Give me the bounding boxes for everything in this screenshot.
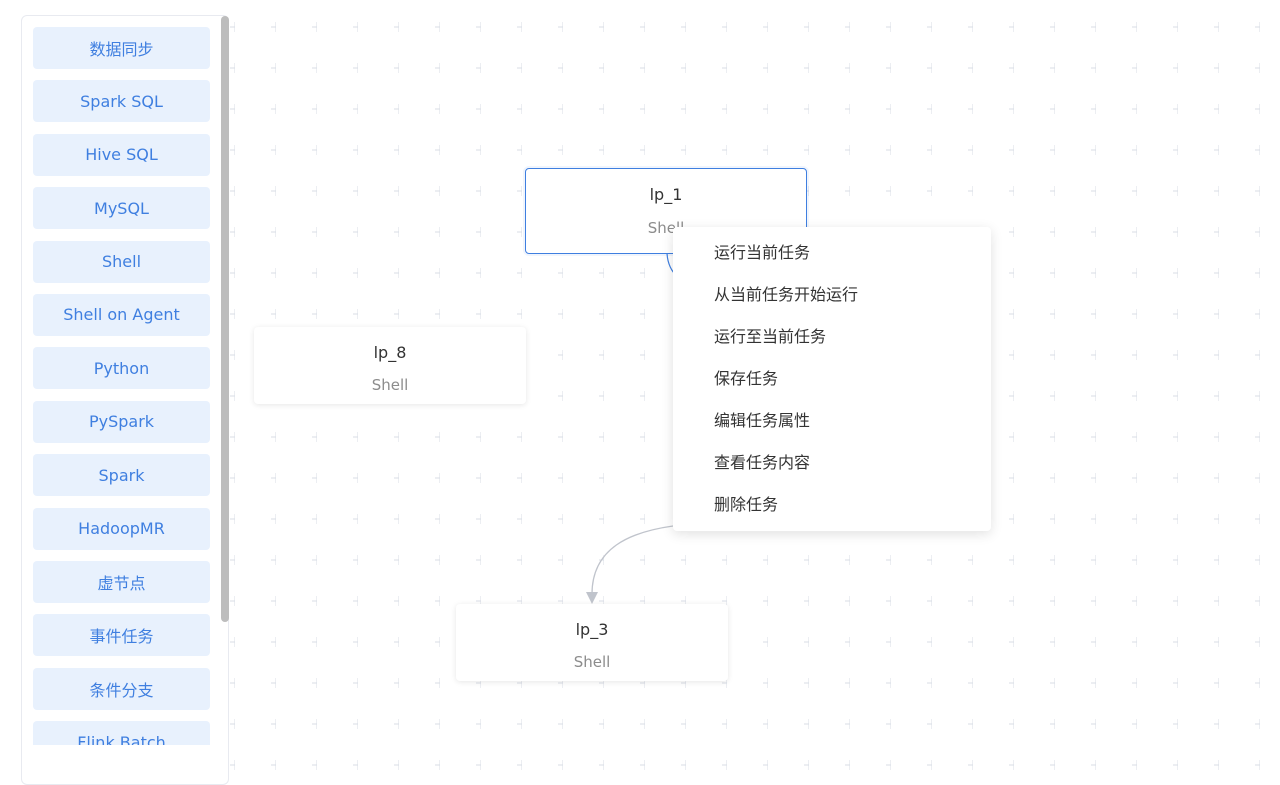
palette-item-hive-sql[interactable]: Hive SQL bbox=[33, 133, 210, 176]
palette-item-virtual-node[interactable]: 虚节点 bbox=[33, 560, 210, 603]
node-name: lp_8 bbox=[373, 343, 407, 362]
palette-scrollbar[interactable] bbox=[221, 16, 229, 622]
node-name: lp_1 bbox=[649, 185, 683, 204]
palette-list[interactable]: 数据同步 Spark SQL Hive SQL MySQL Shell Shel… bbox=[33, 27, 211, 745]
palette-item-hadoopmr[interactable]: HadoopMR bbox=[33, 507, 210, 550]
palette-item-flink-batch[interactable]: Flink Batch bbox=[33, 721, 210, 745]
palette-item-data-sync[interactable]: 数据同步 bbox=[33, 27, 210, 69]
node-palette: 数据同步 Spark SQL Hive SQL MySQL Shell Shel… bbox=[21, 15, 229, 785]
palette-item-shell[interactable]: Shell bbox=[33, 240, 210, 283]
node-type: Shell bbox=[371, 376, 409, 394]
palette-item-mysql[interactable]: MySQL bbox=[33, 187, 210, 230]
palette-item-shell-on-agent[interactable]: Shell on Agent bbox=[33, 293, 210, 336]
palette-item-spark-sql[interactable]: Spark SQL bbox=[33, 80, 210, 123]
palette-item-event-task[interactable]: 事件任务 bbox=[33, 614, 210, 657]
dag-node-lp3[interactable]: lp_3 Shell bbox=[456, 604, 728, 681]
node-type: Shell bbox=[573, 653, 611, 671]
menu-item-edit-properties[interactable]: 编辑任务属性 bbox=[714, 411, 811, 430]
menu-item-run-current[interactable]: 运行当前任务 bbox=[714, 243, 811, 262]
menu-item-run-from-current[interactable]: 从当前任务开始运行 bbox=[714, 285, 859, 304]
menu-item-view-content[interactable]: 查看任务内容 bbox=[714, 453, 811, 472]
node-name: lp_3 bbox=[575, 620, 609, 639]
menu-item-delete-task[interactable]: 删除任务 bbox=[714, 495, 779, 514]
menu-item-save-task[interactable]: 保存任务 bbox=[714, 369, 779, 388]
palette-item-python[interactable]: Python bbox=[33, 347, 210, 390]
context-menu: 运行当前任务 从当前任务开始运行 运行至当前任务 保存任务 编辑任务属性 查看任… bbox=[673, 227, 991, 531]
palette-item-pyspark[interactable]: PySpark bbox=[33, 400, 210, 443]
palette-item-condition-branch[interactable]: 条件分支 bbox=[33, 667, 210, 710]
menu-item-run-to-current[interactable]: 运行至当前任务 bbox=[714, 327, 827, 346]
palette-item-spark[interactable]: Spark bbox=[33, 454, 210, 497]
dag-node-lp8[interactable]: lp_8 Shell bbox=[254, 327, 526, 404]
